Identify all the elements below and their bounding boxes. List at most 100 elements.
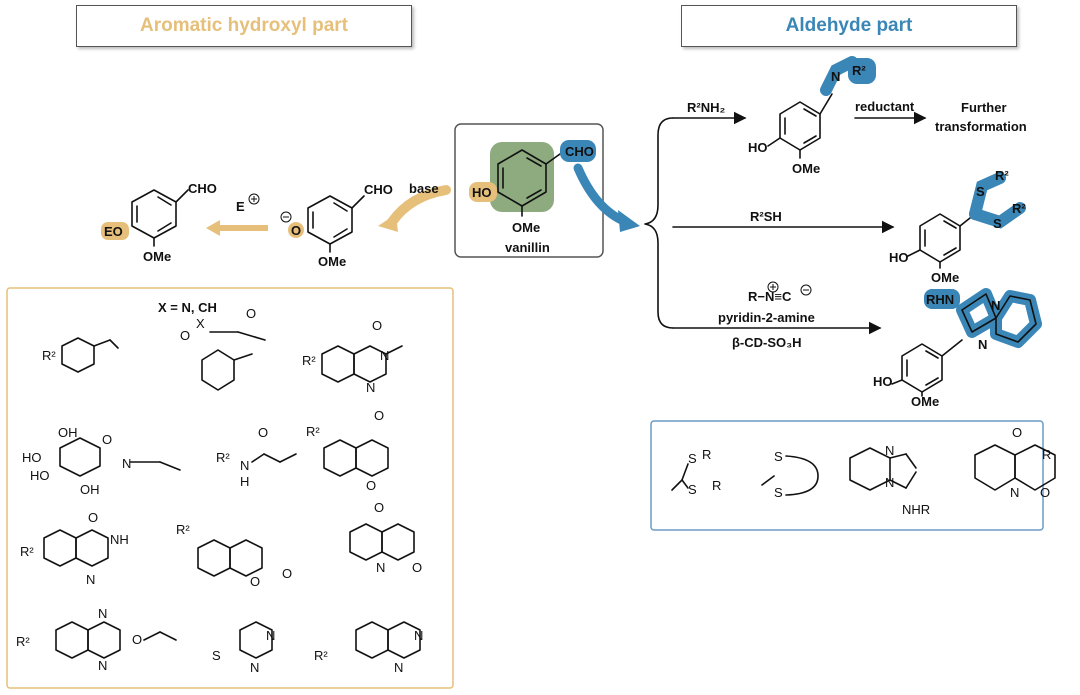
r4-thieno-s: S [212, 648, 221, 663]
r2-amide-r2: R² [216, 450, 230, 465]
frag3-n1: N [885, 443, 894, 458]
r3-coum-r2: R² [176, 522, 190, 537]
vanillin-ome: OMe [512, 220, 540, 235]
r2-chrom-o2: O [366, 478, 376, 493]
r4-quinox-n2: N [98, 658, 107, 673]
r3-pyr-n: N [376, 560, 385, 575]
imine-ho: HO [748, 140, 768, 155]
dithio-s2: S [993, 216, 1002, 231]
imine-r2: R² [852, 63, 866, 78]
dithio-s1: S [976, 184, 985, 199]
reagent-catalyst: β-CD-SO₃H [732, 335, 802, 350]
frag1-r1: R [702, 447, 711, 462]
dithio-r1: R² [995, 168, 1009, 183]
frag2-s1: S [774, 449, 783, 464]
r2-amide-o: O [258, 425, 268, 440]
further-line1: Further [961, 100, 1007, 115]
reagent-aminopyridine: pyridin-2-amine [718, 310, 815, 325]
imid-ome: OMe [911, 394, 939, 409]
ether-product-structure: CHO OMe EO [101, 181, 217, 264]
r4-quinox-o: O [132, 632, 142, 647]
r3-quin-r2: R² [20, 544, 34, 559]
further-line2: transformation [935, 119, 1027, 134]
r1-quin-o: O [372, 318, 382, 333]
dithio-r2: R² [1012, 201, 1026, 216]
phenoxide-structure: CHO OMe O base [280, 181, 439, 269]
r4-thieno-n1: N [266, 628, 275, 643]
reductant-label: reductant [855, 99, 915, 114]
product-eo: EO [104, 224, 123, 239]
dithioacetal-structure: S R² S R² HO OMe [889, 168, 1026, 285]
imid-n2: N [978, 337, 987, 352]
r1-quin-r2: R² [302, 353, 316, 368]
aldehyde-derivatives-panel: S R S R S S N N NHR O R N O [650, 420, 1056, 531]
frag3-n2: N [885, 475, 894, 490]
imine-n: N [831, 69, 840, 84]
imid-n1: N [991, 298, 1000, 313]
r1-quin-n1: N [380, 348, 389, 363]
phenoxide-o: O [291, 223, 301, 238]
r1-x: X [196, 316, 205, 331]
frag4-r: R [1042, 447, 1051, 462]
r3-quin-o: O [88, 510, 98, 525]
xn-label: X = N, CH [158, 300, 217, 315]
aromatic-hydroxyl-title: Aromatic hydroxyl part [76, 5, 412, 47]
imine-ome: OMe [792, 161, 820, 176]
frag4-o1: O [1012, 425, 1022, 440]
phenoxide-cho: CHO [364, 182, 393, 197]
vanillin-box: CHO HO OMe vanillin [454, 123, 604, 258]
aromatic-derivatives-panel: R² X = N, CH X O O O N N R² OH HO HO OH … [6, 287, 454, 689]
r2-tri-n: N [122, 456, 131, 471]
r4-quinaz-n2: N [394, 660, 403, 675]
r1-r2: R² [42, 348, 56, 363]
vanillin-ho: HO [472, 185, 492, 200]
frag3-nhr: NHR [902, 502, 930, 517]
r4-quinaz-n1: N [414, 628, 423, 643]
vanillin-name: vanillin [505, 240, 550, 255]
r2-chrom-r2: R² [306, 424, 320, 439]
r4-quinaz-r2: R² [314, 648, 328, 663]
r4-quinox-n1: N [98, 606, 107, 621]
r3-quin-n: N [86, 572, 95, 587]
electrophile-label: E [236, 199, 245, 214]
reagent-isocyanide: R−N≡C [748, 289, 792, 304]
reagent-amine: R²NH₂ [687, 100, 725, 115]
reagent-thiol: R²SH [750, 209, 782, 224]
imine-structure: N R² HO OMe [748, 56, 876, 176]
imidazopyridine-structure: RHN N N HO OMe [873, 288, 1042, 409]
r2-oh1: OH [58, 425, 78, 440]
frag4-n: N [1010, 485, 1019, 500]
r2-ho1: HO [22, 450, 42, 465]
product-ome: OMe [143, 249, 171, 264]
r2-oh2: OH [80, 482, 100, 497]
r4-thieno-n2: N [250, 660, 259, 675]
frag1-s1: S [688, 451, 697, 466]
imid-ho: HO [873, 374, 893, 389]
r2-chrom-o1: O [374, 408, 384, 423]
r2-ring-o: O [102, 432, 112, 447]
frag2-s2: S [774, 485, 783, 500]
r3-coum-o2: O [282, 566, 292, 581]
r3-pyr-o1: O [374, 500, 384, 515]
r1-o2: O [246, 306, 256, 321]
r2-amide-n: N [240, 458, 249, 473]
r2-amide-h: H [240, 474, 249, 489]
aldehyde-part-title: Aldehyde part [681, 5, 1017, 47]
r1-quin-n2: N [366, 380, 375, 395]
product-cho: CHO [188, 181, 217, 196]
imid-rhn: RHN [926, 292, 954, 307]
frag4-o2: O [1040, 485, 1050, 500]
r3-coum-o1: O [250, 574, 260, 589]
r3-quin-nh: NH [110, 532, 129, 547]
frag1-r2: R [712, 478, 721, 493]
base-label: base [409, 181, 439, 196]
dithio-ho: HO [889, 250, 909, 265]
r2-ho2: HO [30, 468, 50, 483]
r4-quinox-r2: R² [16, 634, 30, 649]
frag1-s2: S [688, 482, 697, 497]
phenoxide-ome: OMe [318, 254, 346, 269]
r3-pyr-o2: O [412, 560, 422, 575]
aromatic-hydroxyl-title-text: Aromatic hydroxyl part [140, 15, 348, 36]
vanillin-cho: CHO [565, 144, 594, 159]
